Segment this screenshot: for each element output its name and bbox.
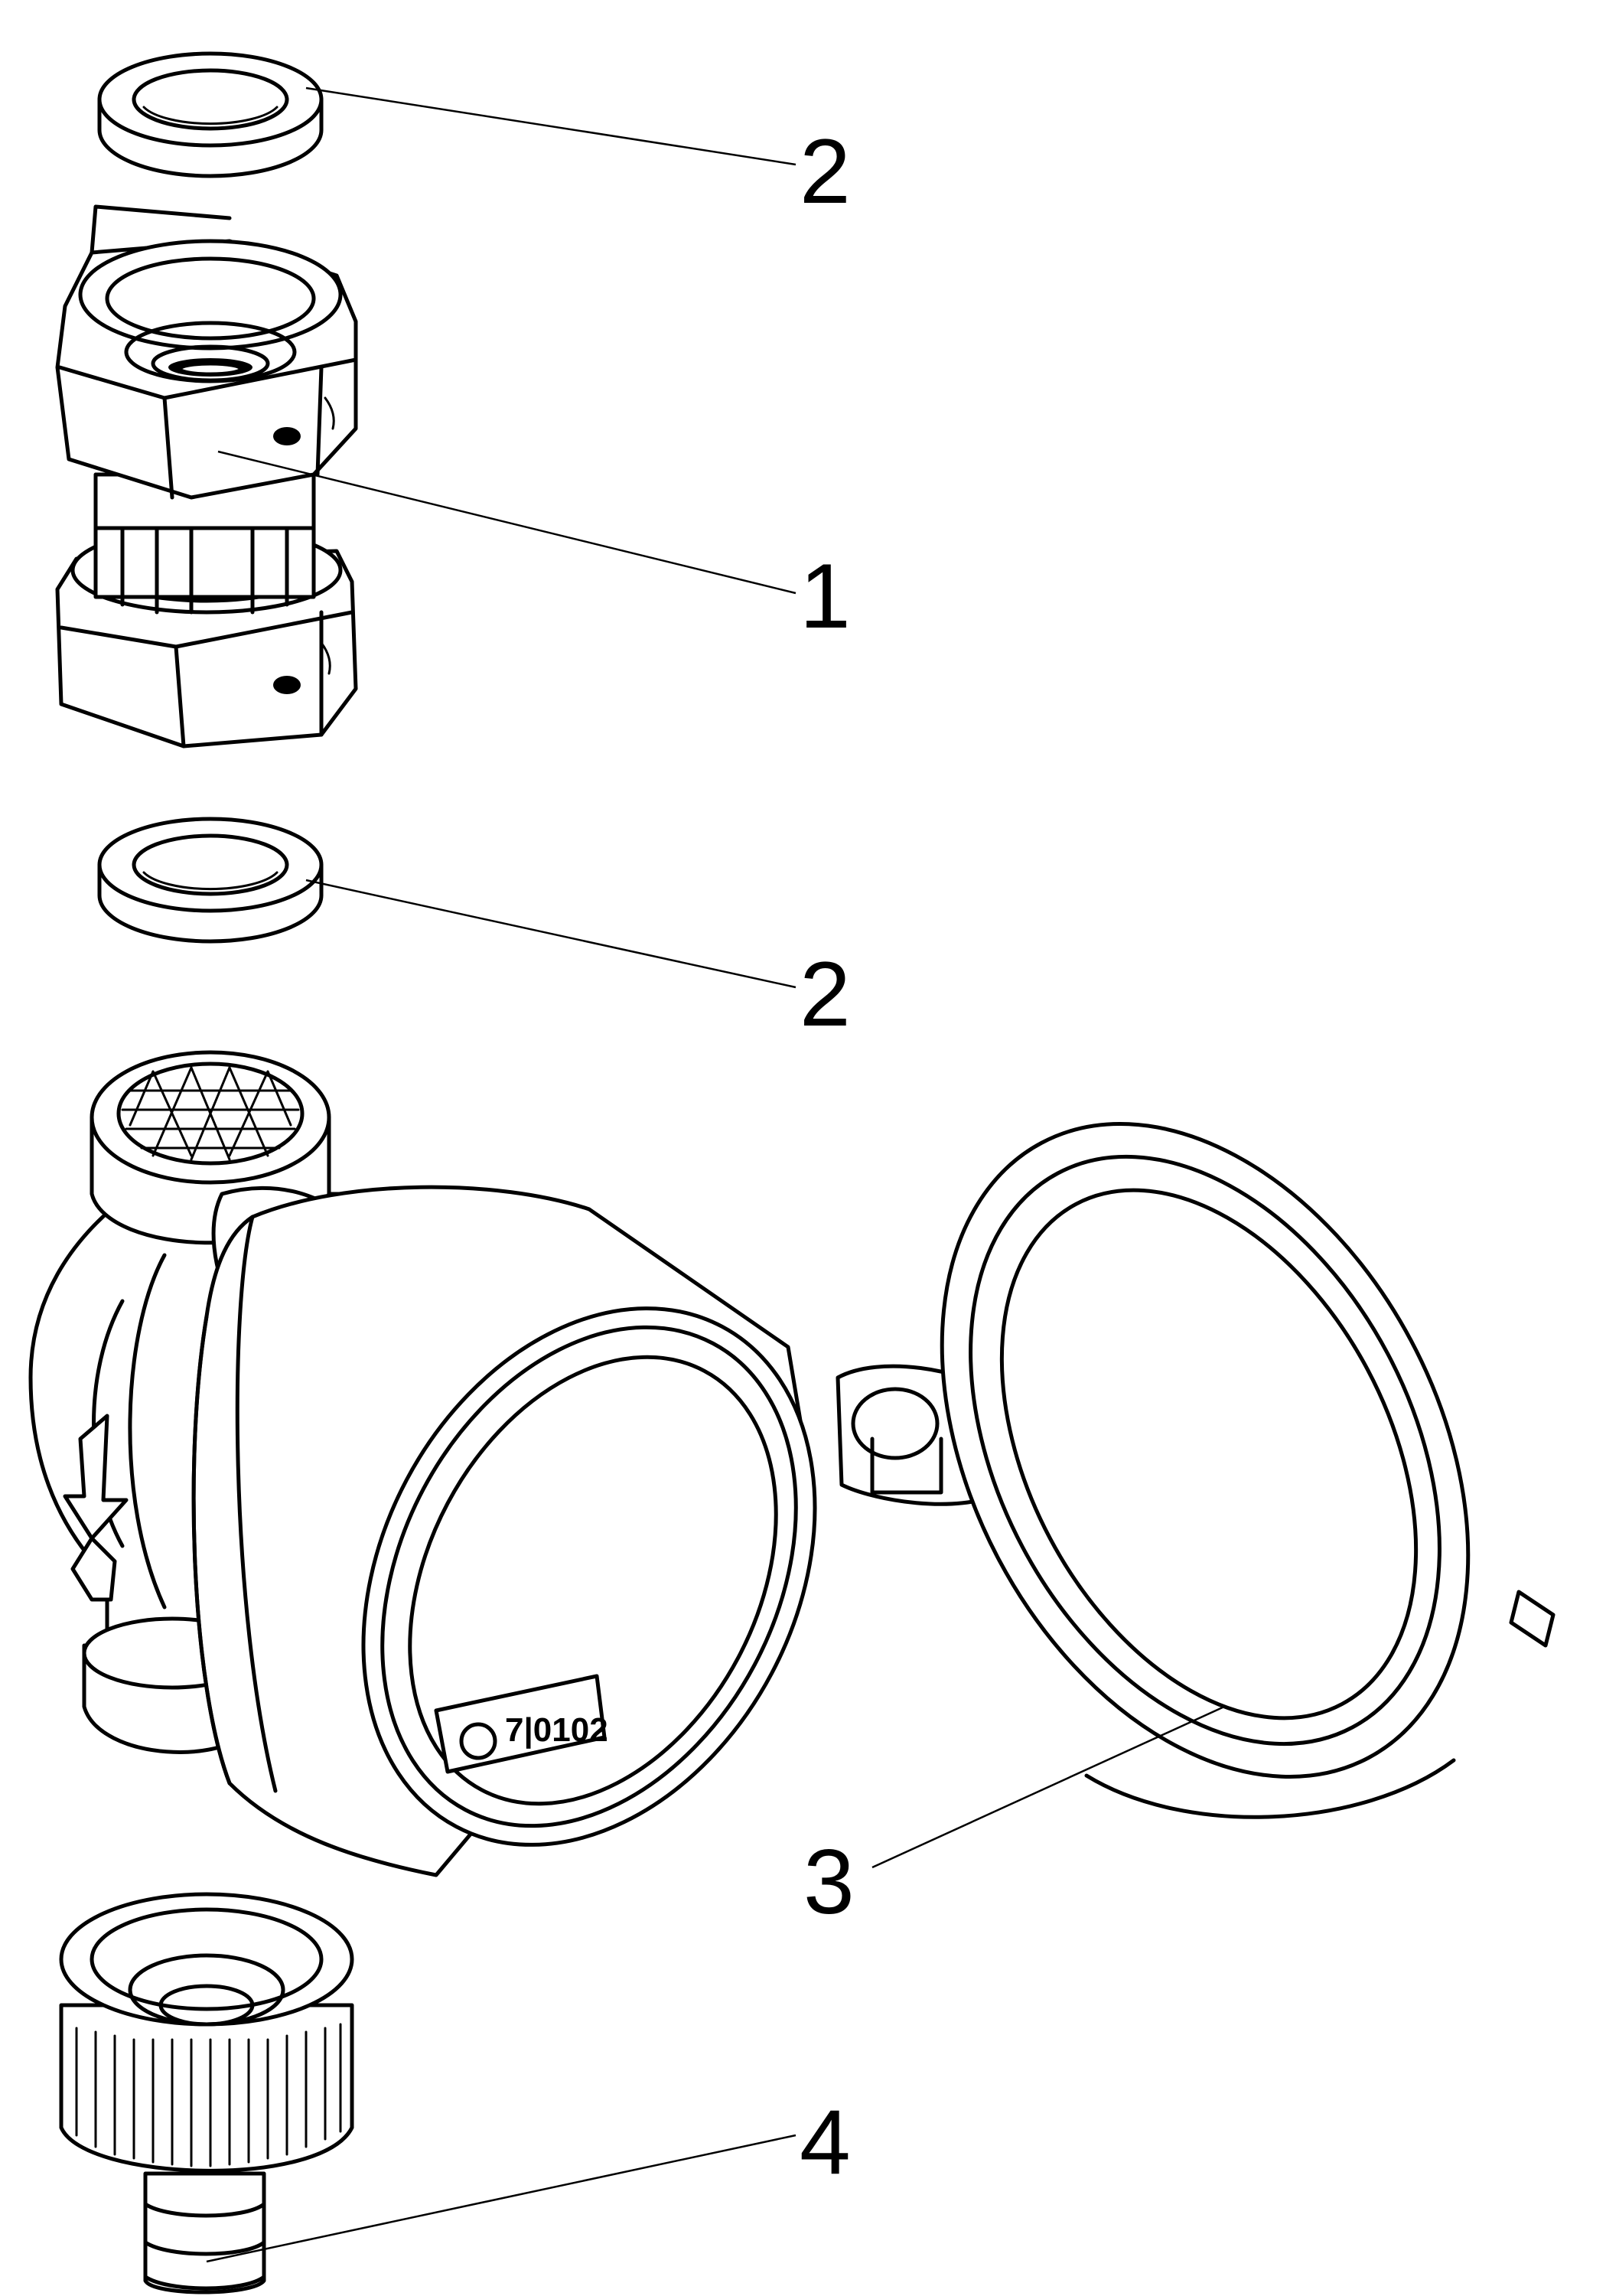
callout-numbers: 2 1 2 3 4: [800, 120, 855, 2193]
leader-hose-nozzle: [206, 2134, 796, 2263]
leader-washer-middle: [305, 879, 796, 989]
leader-lines: [206, 86, 1225, 2263]
leader-body: [871, 1705, 1225, 1869]
hose-nozzle: [59, 1892, 354, 2294]
leader-fitting: [217, 450, 796, 595]
leader-washer-top: [305, 86, 796, 166]
knurling: [75, 2023, 342, 2167]
callout-fitting: 1: [800, 545, 851, 647]
filter-lid: [940, 1122, 1556, 1819]
callout-body: 3: [803, 1831, 855, 1933]
washer-middle: [97, 817, 324, 944]
union-fitting: [55, 204, 358, 748]
strainer-grid: [121, 1066, 300, 1161]
callout-washer-middle: 2: [800, 943, 851, 1045]
label-plate: 7|0102: [434, 1674, 608, 1774]
callout-hose-nozzle: 4: [800, 2091, 851, 2193]
part-marking-code: 7|0102: [505, 1711, 608, 1750]
filter-housing: 7|0102: [28, 1050, 1556, 1877]
callout-washer-top: 2: [800, 120, 851, 223]
washer-top: [97, 51, 324, 178]
